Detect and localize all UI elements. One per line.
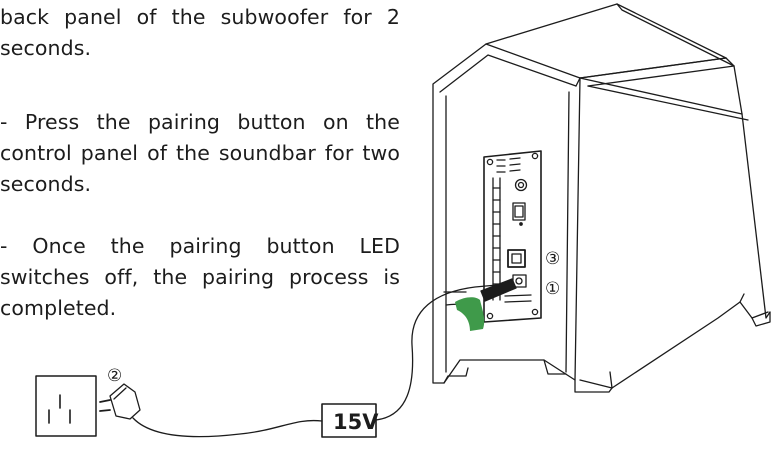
wall-outlet-icon [35, 375, 97, 437]
adapter-voltage-label: 15V [333, 410, 379, 434]
subwoofer-icon [432, 3, 771, 393]
instruction-text-3: - Once the pairing button LED switches o… [0, 234, 400, 320]
callout-2: ② [107, 366, 122, 386]
green-cable-marker [455, 297, 485, 331]
power-cable-left [132, 417, 323, 438]
power-plug-icon [99, 383, 141, 420]
callout-3: ③ [545, 249, 560, 269]
callout-1: ① [545, 279, 560, 299]
instruction-text-1: back panel of the subwoofer for 2 second… [0, 5, 400, 60]
subwoofer-back-panel [483, 150, 542, 323]
instruction-text-2: - Press the pairing button on the contro… [0, 110, 400, 196]
dc-plug-icon [480, 278, 517, 302]
